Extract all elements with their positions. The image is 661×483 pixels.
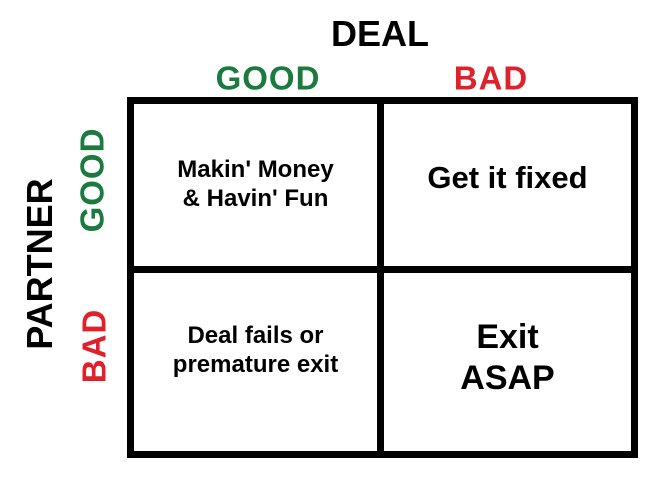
matrix-vertical-divider xyxy=(377,97,384,458)
deal-good-label: GOOD xyxy=(215,59,321,97)
cell-text-line: premature exit xyxy=(172,350,339,378)
cell-bad-partner-good-deal: Deal fails or premature exit xyxy=(134,273,377,428)
cell-text-line: Deal fails or xyxy=(187,321,324,349)
deal-bad-label: BAD xyxy=(453,59,529,97)
cell-text-line: ASAP xyxy=(460,358,555,397)
partner-bad-label: BAD xyxy=(75,308,113,384)
cell-text-line: Get it fixed xyxy=(427,160,588,196)
partner-axis-title: PARTNER xyxy=(19,178,60,350)
cell-good-partner-bad-deal: Get it fixed xyxy=(384,104,631,252)
cell-text-line: Makin' Money xyxy=(177,156,334,184)
cell-good-partner-good-deal: Makin' Money & Havin' Fun xyxy=(134,104,377,266)
partner-good-label: GOOD xyxy=(73,127,111,233)
deal-axis-title: DEAL xyxy=(331,13,429,54)
cell-bad-partner-bad-deal: Exit ASAP xyxy=(384,273,631,451)
cell-text-line: & Havin' Fun xyxy=(182,185,329,212)
cell-text-line: Exit xyxy=(476,318,539,356)
matrix-horizontal-divider xyxy=(127,266,638,273)
